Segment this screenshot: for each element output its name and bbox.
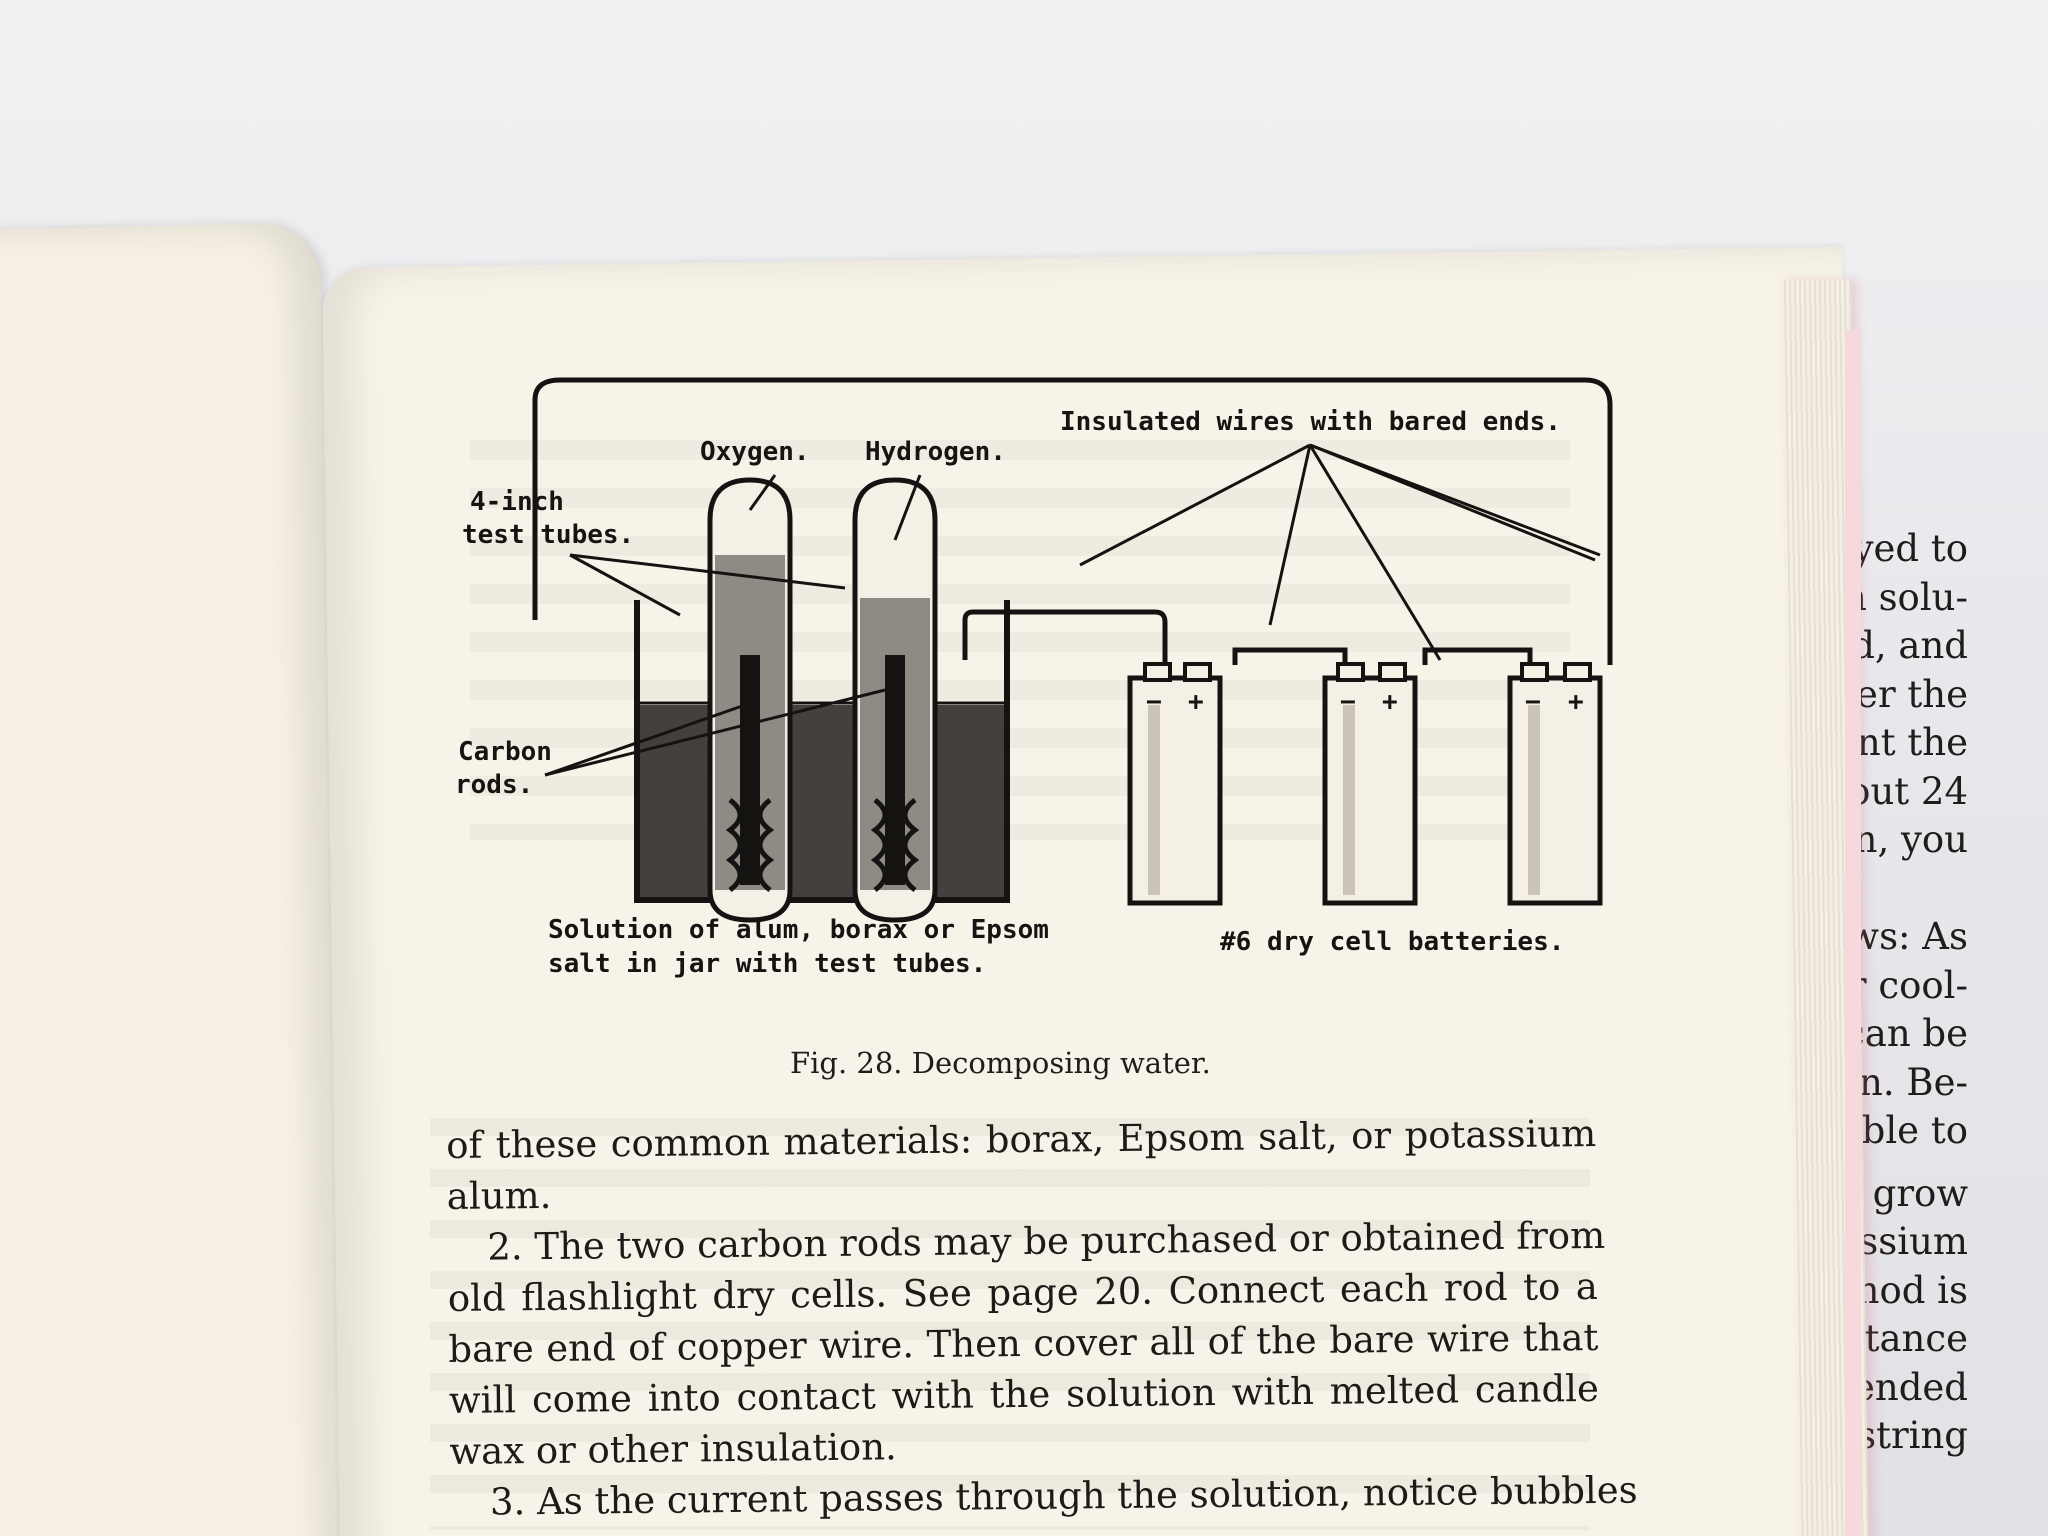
battery-2-plus: +	[1382, 687, 1398, 717]
battery-3-minus: −	[1525, 687, 1541, 717]
label-carbon-2: rods.	[455, 770, 533, 800]
label-wires: Insulated wires with bared ends.	[1060, 407, 1561, 437]
battery-3-plus: +	[1568, 687, 1584, 717]
pointer-lines	[544, 443, 1601, 777]
battery-1	[1127, 662, 1223, 906]
label-test-tubes-2: test tubes.	[462, 520, 634, 550]
wires	[532, 377, 1613, 665]
left-page	[0, 222, 349, 1536]
battery-2-minus: −	[1340, 687, 1356, 717]
battery-1-minus: −	[1146, 687, 1162, 717]
label-oxygen: Oxygen.	[700, 437, 810, 467]
test-tube-hydrogen	[852, 477, 938, 923]
label-hydrogen: Hydrogen.	[865, 437, 1006, 467]
bleed-through	[430, 1090, 1590, 1530]
label-solution-2: salt in jar with test tubes.	[548, 949, 986, 979]
label-solution-1: Solution of alum, borax or Epsom	[548, 915, 1049, 945]
test-tube-oxygen	[707, 477, 793, 923]
battery-3	[1507, 662, 1603, 906]
electrolysis-diagram: − + − + − + Oxygen. Hydrogen. 4-inch tes…	[455, 377, 1613, 979]
jar	[634, 600, 1010, 903]
battery-2	[1322, 662, 1418, 906]
label-carbon-1: Carbon	[458, 737, 552, 767]
label-batteries: #6 dry cell batteries.	[1220, 927, 1564, 957]
figure-caption: Fig. 28. Decomposing water.	[790, 1046, 1211, 1080]
body-text: of these common materials: borax, Epsom …	[446, 1108, 1638, 1528]
page-edge-tint	[1845, 330, 1861, 1536]
label-test-tubes-1: 4-inch	[470, 487, 564, 517]
battery-1-plus: +	[1188, 687, 1204, 717]
